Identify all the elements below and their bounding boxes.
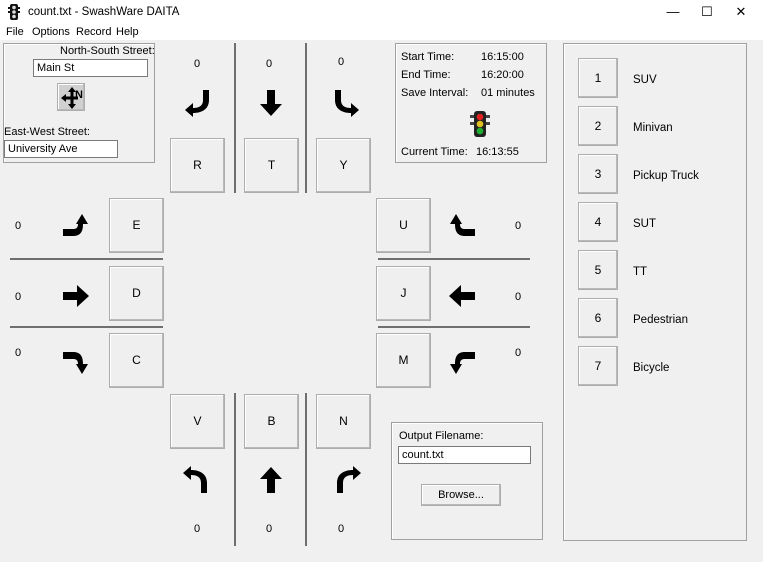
south-through-arrow-icon [260, 467, 282, 493]
lane-line [10, 258, 163, 260]
browse-button[interactable]: Browse... [421, 484, 501, 506]
south-through-count: 0 [266, 523, 273, 535]
west-right-key-button[interactable]: C [109, 333, 164, 388]
vehicle-button-pickup-truck[interactable]: 3 [578, 154, 618, 194]
north-left-arrow-icon [185, 90, 209, 117]
output-panel [391, 422, 543, 540]
west-through-key-button[interactable]: D [109, 266, 164, 321]
lane-line [378, 326, 530, 328]
west-right-arrow-icon [63, 352, 88, 374]
west-left-key-button[interactable]: E [109, 198, 164, 253]
menu-record[interactable]: Record [76, 26, 112, 38]
north-left-key-button[interactable]: R [170, 138, 225, 193]
west-left-count: 0 [15, 220, 22, 232]
compass-north-label: N [75, 89, 83, 101]
west-left-arrow-icon [63, 214, 88, 236]
vehicle-label-pedestrian: Pedestrian [633, 314, 688, 326]
traffic-light-icon [470, 111, 490, 137]
east-left-key-button[interactable]: M [376, 333, 431, 388]
maximize-button[interactable]: ☐ [701, 4, 713, 19]
vehicle-panel [563, 43, 747, 541]
vehicle-label-minivan: Minivan [633, 122, 673, 134]
current-time-value: 16:13:55 [476, 146, 519, 158]
vehicle-button-minivan[interactable]: 2 [578, 106, 618, 146]
menu-help[interactable]: Help [116, 26, 139, 38]
east-left-count: 0 [515, 347, 522, 359]
north-left-count: 0 [194, 58, 201, 70]
save-interval-value: 01 minutes [481, 87, 535, 99]
ew-street-input[interactable]: University Ave [4, 140, 118, 158]
vehicle-button-pedestrian[interactable]: 6 [578, 298, 618, 338]
menu-options[interactable]: Options [32, 26, 70, 38]
north-through-arrow-icon [260, 90, 282, 116]
vehicle-button-sut[interactable]: 4 [578, 202, 618, 242]
compass-icon [61, 87, 78, 109]
menu-bar: File Options Record Help [0, 24, 763, 40]
lane-line [305, 43, 307, 193]
west-through-count: 0 [15, 291, 22, 303]
street-panel [3, 43, 155, 163]
lane-line [10, 326, 163, 328]
north-right-count: 0 [338, 56, 345, 68]
east-through-arrow-icon [449, 285, 475, 307]
north-through-count: 0 [266, 58, 273, 70]
ns-street-label: North-South Street: [60, 45, 155, 57]
save-interval-label: Save Interval: [401, 87, 469, 99]
lane-line [378, 258, 530, 260]
east-through-key-button[interactable]: J [376, 266, 431, 321]
ns-street-input[interactable]: Main St [33, 59, 148, 77]
ew-street-label: East-West Street: [4, 126, 90, 138]
south-right-key-button[interactable]: N [316, 394, 371, 449]
minimize-button[interactable]: — [666, 4, 680, 19]
menu-file[interactable]: File [6, 26, 24, 38]
vehicle-label-bicycle: Bicycle [633, 362, 670, 374]
time-panel [395, 43, 547, 163]
lane-line [305, 393, 307, 546]
output-filename-input[interactable]: count.txt [398, 446, 531, 464]
north-right-key-button[interactable]: Y [316, 138, 371, 193]
east-right-key-button[interactable]: U [376, 198, 431, 253]
vehicle-button-suv[interactable]: 1 [578, 58, 618, 98]
end-time-value: 16:20:00 [481, 69, 524, 81]
close-button[interactable]: ✕ [735, 4, 747, 19]
end-time-label: End Time: [401, 69, 451, 81]
start-time-label: Start Time: [401, 51, 455, 63]
lane-line [234, 393, 236, 546]
east-through-count: 0 [515, 291, 522, 303]
vehicle-label-suv: SUV [633, 74, 657, 86]
vehicle-label-sut: SUT [633, 218, 656, 230]
current-time-label: Current Time: [401, 146, 468, 158]
south-right-arrow-icon [337, 466, 361, 493]
start-time-value: 16:15:00 [481, 51, 524, 63]
title-bar[interactable]: count.txt - SwashWare DAITA — ☐ ✕ [0, 0, 763, 24]
output-filename-label: Output Filename: [399, 430, 484, 442]
vehicle-button-bicycle[interactable]: 7 [578, 346, 618, 386]
vehicle-label-tt: TT [633, 266, 648, 278]
east-right-arrow-icon [450, 214, 475, 236]
south-right-count: 0 [338, 523, 345, 535]
lane-line [234, 43, 236, 193]
traffic-light-app-icon [8, 4, 20, 20]
vehicle-button-tt[interactable]: 5 [578, 250, 618, 290]
east-right-count: 0 [515, 220, 522, 232]
east-left-arrow-icon [450, 352, 475, 374]
compass-button[interactable]: N [57, 83, 85, 111]
west-through-arrow-icon [63, 285, 89, 307]
south-left-count: 0 [194, 523, 201, 535]
west-right-count: 0 [15, 347, 22, 359]
south-through-key-button[interactable]: B [244, 394, 299, 449]
north-through-key-button[interactable]: T [244, 138, 299, 193]
window-title: count.txt - SwashWare DAITA [28, 6, 180, 18]
north-right-arrow-icon [335, 90, 359, 117]
vehicle-label-pickup-truck: Pickup Truck [633, 170, 699, 182]
south-left-arrow-icon [183, 466, 207, 493]
south-left-key-button[interactable]: V [170, 394, 225, 449]
